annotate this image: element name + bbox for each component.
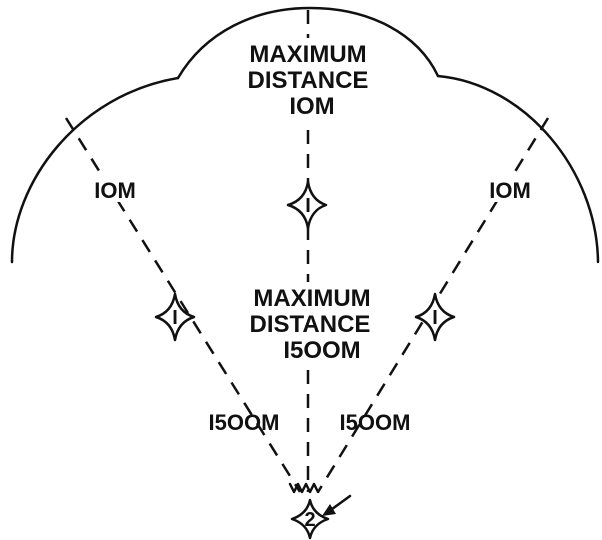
left-marker: I [154, 292, 196, 342]
middle-label-line3: I5OOM [283, 337, 360, 364]
left-long-label: I5OOM [209, 410, 280, 435]
center-marker: I [286, 180, 328, 230]
bottom-marker-label: 2 [304, 509, 315, 531]
left-marker-label: I [172, 307, 178, 329]
right-long-label: I5OOM [340, 410, 411, 435]
outer-boundary-left-arc [10, 76, 180, 264]
middle-label-line2: DISTANCE [250, 311, 371, 338]
top-label-line2: DISTANCE [248, 67, 369, 94]
right-marker-label: I [432, 307, 438, 329]
middle-label-line1: MAXIMUM [253, 285, 370, 312]
bottom-marker: 2 [290, 498, 330, 540]
right-short-label-bg [482, 176, 540, 202]
right-short-label: IOM [489, 178, 531, 203]
center-marker-label: I [305, 195, 311, 217]
top-label-bg [236, 38, 380, 120]
right-marker: I [414, 292, 456, 342]
middle-label-bg [240, 282, 380, 362]
outer-boundary-top-arc [176, 6, 440, 80]
arrow-icon [322, 494, 352, 516]
origin-squiggle [288, 482, 320, 494]
top-label-line3: IOM [289, 93, 334, 120]
left-short-label: IOM [94, 178, 136, 203]
left-short-label-bg [88, 176, 144, 202]
top-label-line1: MAXIMUM [249, 41, 366, 68]
outer-boundary-right-arc [436, 74, 600, 264]
